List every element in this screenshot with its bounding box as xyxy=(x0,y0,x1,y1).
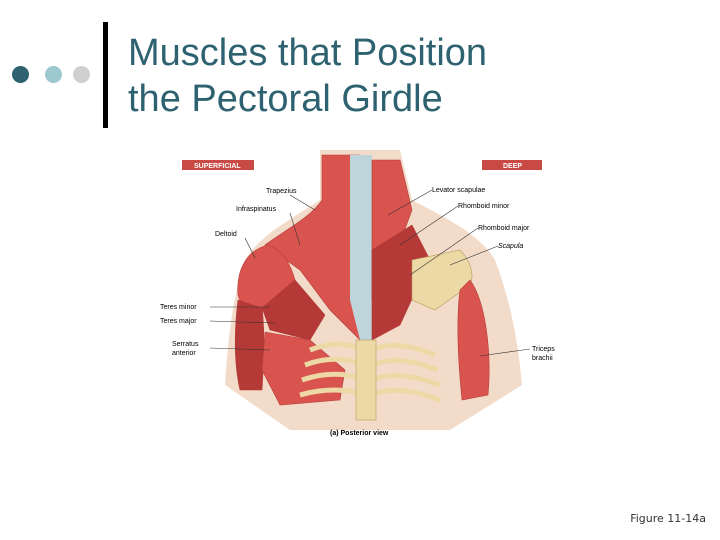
figure-caption: Figure 11-14a xyxy=(630,512,706,525)
label-deltoid: Deltoid xyxy=(215,231,237,238)
superficial-tab xyxy=(182,160,254,170)
label-trapezius: Trapezius xyxy=(266,188,297,195)
spine xyxy=(355,339,377,421)
label-infraspinatus: Infraspinatus xyxy=(236,206,277,213)
title-divider xyxy=(103,22,108,128)
dot-dark xyxy=(12,66,29,83)
label-anterior: anterior xyxy=(172,350,196,357)
label-triceps: Triceps xyxy=(532,346,555,353)
view-label: (a) Posterior view xyxy=(330,430,389,437)
superficial-tab-label: SUPERFICIAL xyxy=(194,163,241,170)
trapezius-muscle xyxy=(264,154,361,341)
decorative-dots xyxy=(12,66,96,83)
left-arm-muscle xyxy=(234,299,265,391)
scapula-bone xyxy=(411,249,473,311)
anatomy-figure: SUPERFICIAL DEEP xyxy=(150,150,590,442)
central-tendon xyxy=(350,155,372,350)
dot-gray xyxy=(73,66,90,83)
label-rhomboid-major: Rhomboid major xyxy=(478,225,530,232)
label-scapula: Scapula xyxy=(498,243,523,250)
title-line-2: the Pectoral Girdle xyxy=(128,78,443,120)
teres-muscle xyxy=(261,279,326,341)
label-brachii: brachii xyxy=(532,355,553,362)
deep-tab xyxy=(482,160,542,170)
triceps-muscle xyxy=(457,279,490,401)
deep-tab-label: DEEP xyxy=(503,163,522,170)
label-teres-major: Teres major xyxy=(160,318,197,325)
serratus-muscle xyxy=(261,331,346,406)
label-serratus: Serratus xyxy=(172,341,199,348)
dot-teal xyxy=(45,66,62,83)
label-rhomboid-minor: Rhomboid minor xyxy=(458,203,510,210)
slide-title: Muscles that Position the Pectoral Girdl… xyxy=(128,30,688,122)
anatomy-illustration: SUPERFICIAL DEEP xyxy=(160,150,555,437)
label-levator-scapulae: Levator scapulae xyxy=(432,187,485,194)
label-teres-minor: Teres minor xyxy=(160,304,197,311)
leader-lines xyxy=(209,189,531,357)
title-line-1: Muscles that Position xyxy=(128,32,488,74)
